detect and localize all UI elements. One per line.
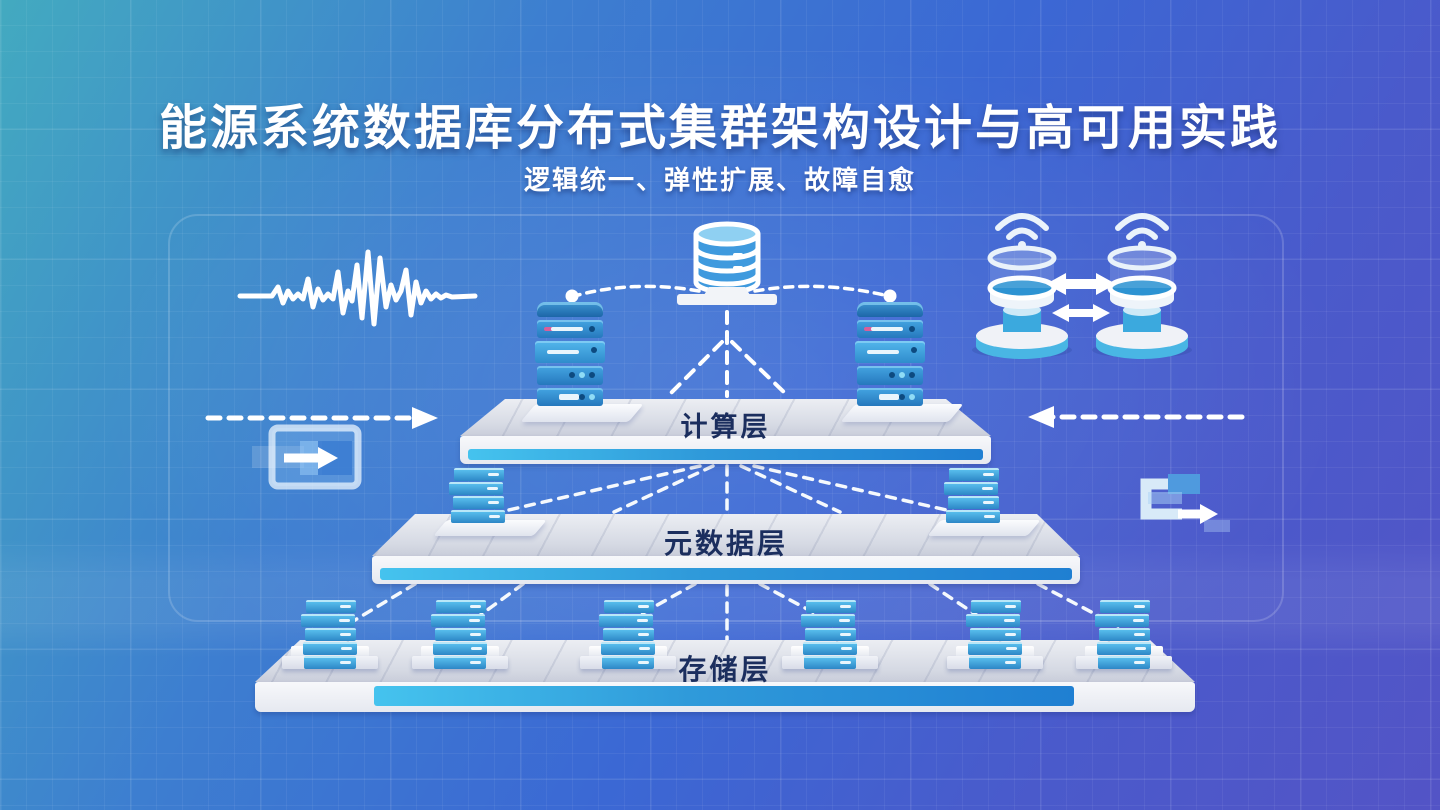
db-to-compute-lines — [666, 310, 790, 398]
compute-platform-stripe — [468, 449, 983, 460]
compute-server-tower — [535, 302, 605, 406]
metadata-server-stack — [449, 468, 505, 524]
page-title: 能源系统数据库分布式集群架构设计与高可用实践 — [158, 102, 1281, 155]
storage-server-stack — [431, 600, 487, 670]
link-node-dot — [883, 289, 897, 303]
dashed-arrow-right-icon — [205, 407, 438, 429]
compute-to-metadata-lines — [498, 464, 957, 514]
wireless-database-left-icon — [972, 213, 1072, 359]
storage-server-stack — [801, 600, 857, 670]
server-unit — [857, 320, 923, 338]
storage-platform-bar — [374, 686, 1074, 706]
compute-server-tower — [855, 302, 925, 406]
server-unit — [857, 366, 923, 385]
layer-label-storage: 存储层 — [678, 654, 772, 685]
data-import-icon — [252, 424, 362, 490]
storage-server-stack — [1095, 600, 1151, 670]
server-cap — [537, 302, 603, 317]
bidirectional-sync-arrows-icon — [1046, 273, 1116, 322]
storage-server-stack — [966, 600, 1022, 670]
db-to-node-links — [576, 284, 886, 297]
server-unit — [535, 341, 605, 363]
server-unit — [855, 341, 925, 363]
storage-server-stack — [599, 600, 655, 670]
data-export-icon — [1140, 474, 1230, 532]
dashed-arrow-left-icon — [1028, 406, 1245, 428]
page-subtitle: 逻辑统一、弹性扩展、故障自愈 — [523, 165, 916, 195]
metadata-platform-stripe — [380, 568, 1072, 580]
storage-server-stack — [301, 600, 357, 670]
link-node-dot — [565, 289, 579, 303]
server-unit — [537, 388, 603, 406]
signal-waveform-icon — [237, 249, 478, 327]
server-unit — [537, 366, 603, 385]
wireless-database-right-icon — [1092, 213, 1192, 359]
server-unit — [857, 388, 923, 406]
server-unit — [537, 320, 603, 338]
layer-label-compute: 计算层 — [680, 412, 771, 442]
wifi-icon — [995, 213, 1049, 240]
server-cap — [857, 302, 923, 317]
metadata-server-stack — [944, 468, 1000, 524]
database-cylinder-icon — [677, 221, 777, 305]
layer-label-metadata: 元数据层 — [663, 528, 788, 559]
wifi-icon — [1115, 213, 1169, 240]
